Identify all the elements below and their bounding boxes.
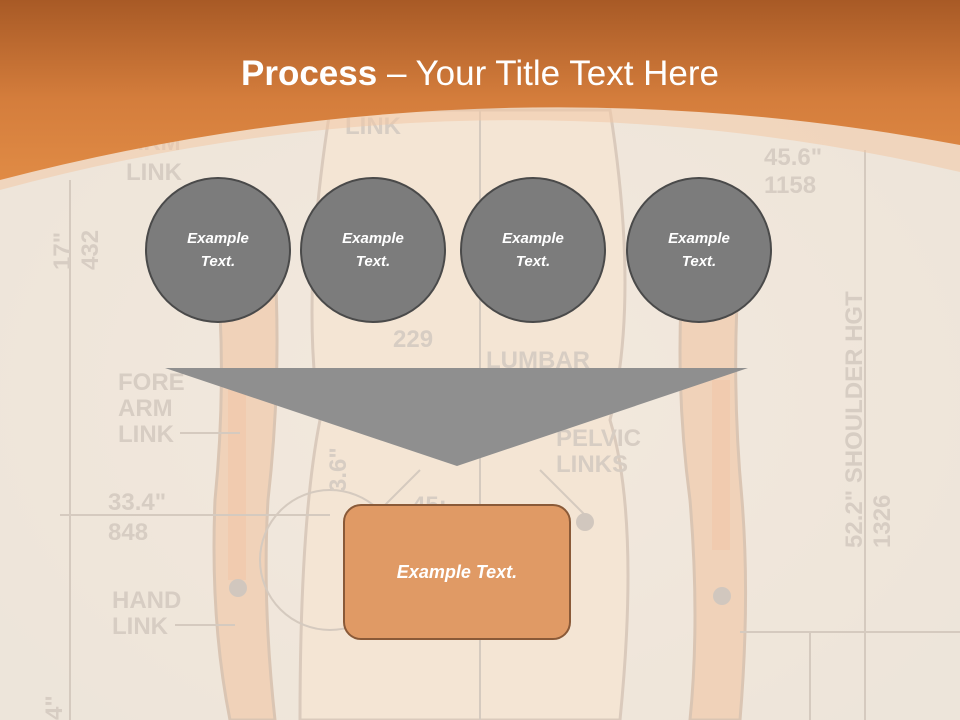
header-band <box>0 0 960 190</box>
bg-text-arm2: ARM <box>118 395 173 422</box>
process-step-label-3: Example Text. <box>502 230 564 270</box>
bg-text-links: LINKS <box>556 451 628 478</box>
process-step-circle-3[interactable]: Example Text. <box>460 177 606 323</box>
title-rest: – Your Title Text Here <box>377 54 719 93</box>
bg-text-229: 229 <box>393 326 433 353</box>
bg-text-dim-1326: 1326 <box>869 495 896 548</box>
process-step-label-1: Example Text. <box>187 230 249 270</box>
bg-text-link: LINK <box>126 159 183 186</box>
bg-text-dim-4: 4" <box>41 695 68 720</box>
bg-text-dim-456: 45.6" <box>764 144 822 171</box>
process-step-label-4: Example Text. <box>668 230 730 270</box>
bg-text-dim-36: 3.6" <box>325 447 352 492</box>
bg-text-link2: LINK <box>118 421 175 448</box>
process-step-circle-4[interactable]: Example Text. <box>626 177 772 323</box>
slide-title: Process – Your Title Text Here <box>0 50 960 98</box>
bg-text-dim-334: 33.4" <box>108 489 166 516</box>
result-label: Example Text. <box>396 561 518 582</box>
bg-text-hand: HAND <box>112 587 181 614</box>
bg-text-link3: LINK <box>112 613 169 640</box>
title-bold: Process <box>241 54 378 93</box>
bg-text-dim-848: 848 <box>108 519 148 546</box>
bg-text-dim-1158: 1158 <box>764 172 816 199</box>
bg-text-fore: FORE <box>118 369 185 396</box>
process-step-circle-2[interactable]: Example Text. <box>300 177 446 323</box>
funnel-arrow-shape <box>165 368 748 466</box>
bg-text-dim-432: 432 <box>77 230 104 270</box>
process-step-label-2: Example Text. <box>342 230 404 270</box>
bg-text-shoulder-hgt: 52.2" SHOULDER HGT <box>841 291 868 548</box>
bg-text-dim-17: 17" <box>49 232 76 270</box>
process-step-circle-1[interactable]: Example Text. <box>145 177 291 323</box>
bg-text-pelvic: PELVIC <box>556 425 641 452</box>
result-box[interactable]: Example Text. <box>343 504 571 640</box>
